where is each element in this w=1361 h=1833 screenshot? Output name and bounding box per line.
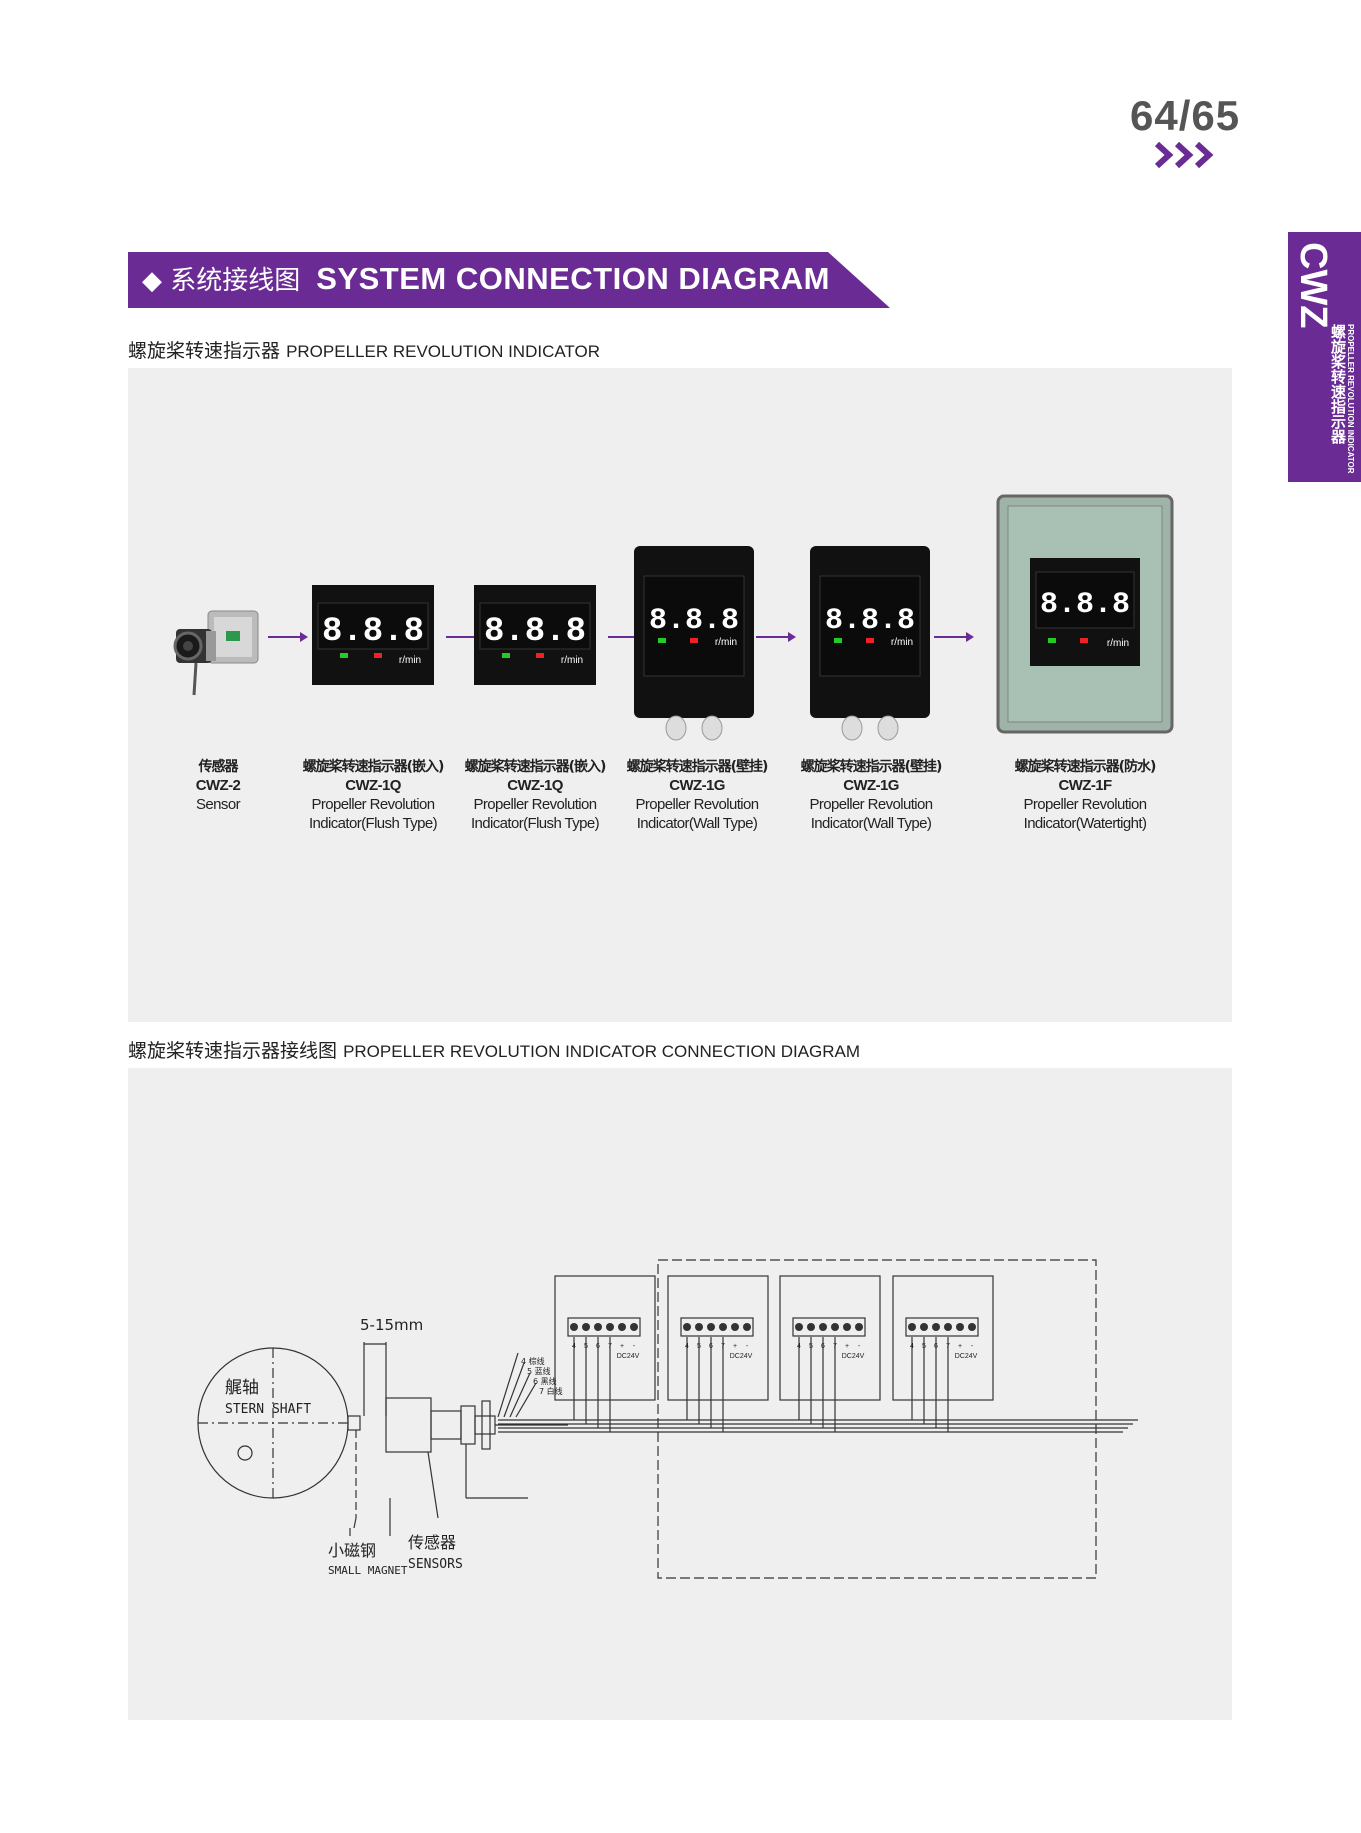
section-title-wiring-en: PROPELLER REVOLUTION INDICATOR CONNECTIO… — [343, 1042, 861, 1061]
section-title-wiring-cn: 螺旋桨转速指示器接线图 — [128, 1040, 338, 1062]
svg-text:7: 7 — [946, 1343, 950, 1350]
svg-text:-: - — [971, 1343, 974, 1350]
svg-text:4: 4 — [572, 1343, 576, 1350]
shaft-label-en: STERN SHAFT — [225, 1402, 311, 1417]
section-title-products: 螺旋桨转速指示器 PROPELLER REVOLUTION INDICATOR — [128, 336, 600, 363]
display-unit: r/min — [399, 655, 421, 666]
gap-label: 5-15mm — [360, 1316, 423, 1334]
section-title-wiring: 螺旋桨转速指示器接线图 PROPELLER REVOLUTION INDICAT… — [128, 1036, 860, 1063]
product-caption: 螺旋桨转速指示器(壁挂) CWZ-1G Propeller Revolution… — [626, 759, 769, 832]
svg-text:4: 4 — [910, 1343, 914, 1350]
arrow-right-icon — [934, 632, 974, 642]
display-digits: 8.8.8 — [322, 613, 424, 651]
svg-text:5: 5 — [697, 1343, 701, 1350]
wire-label: 4 棕线 — [521, 1356, 545, 1366]
display-digits: 8.8.8 — [1040, 588, 1130, 622]
magnet-label-en: SMALL MAGNET — [328, 1564, 408, 1577]
product-caption: 螺旋桨转速指示器(嵌入) CWZ-1Q Propeller Revolution… — [464, 759, 607, 832]
wire-label: 6 黑线 — [533, 1376, 557, 1386]
svg-text:+: + — [958, 1343, 962, 1350]
svg-text:5: 5 — [584, 1343, 588, 1350]
products-panel: 8.8.8 r/min 8.8.8 r/min 8.8.8 r/min 8.8.… — [128, 368, 1232, 1022]
wiring-diagram: 5-15mm 艉轴 STERN SHAFT 小磁钢 SMALL MAGNET 传… — [197, 1259, 1138, 1579]
indicator-wall-image: 8.8.8 r/min — [634, 546, 754, 741]
svg-text:+: + — [620, 1343, 624, 1350]
banner-title-en: SYSTEM CONNECTION DIAGRAM — [316, 261, 830, 296]
sensor-image — [173, 610, 259, 696]
side-tab-code: CWZ — [1292, 242, 1334, 329]
svg-text:+: + — [733, 1343, 737, 1350]
power-label: DC24V — [842, 1353, 865, 1360]
svg-text:6: 6 — [821, 1343, 825, 1350]
side-tab: CWZ 螺旋桨转速指示器 PROPELLER REVOLUTION INDICA… — [1288, 232, 1361, 482]
indicator-flush-image: 8.8.8 r/min — [474, 585, 596, 685]
svg-text:5: 5 — [809, 1343, 813, 1350]
svg-text:6: 6 — [596, 1343, 600, 1350]
sensor-label-cn: 传感器 — [408, 1533, 456, 1552]
product-caption: 螺旋桨转速指示器(防水) CWZ-1F Propeller Revolution… — [1014, 759, 1157, 832]
svg-text:4: 4 — [685, 1343, 689, 1350]
display-digits: 8.8.8 — [649, 604, 739, 638]
banner-title-cn: ◆ 系统接线图 — [142, 266, 301, 296]
page-number: 64/65 — [1130, 92, 1241, 139]
svg-text:7: 7 — [833, 1343, 837, 1350]
product-caption: 螺旋桨转速指示器(嵌入) CWZ-1Q Propeller Revolution… — [302, 759, 445, 832]
shaft-label-cn: 艉轴 — [225, 1378, 259, 1398]
power-label: DC24V — [617, 1353, 640, 1360]
svg-text:-: - — [633, 1343, 636, 1350]
svg-text:6: 6 — [934, 1343, 938, 1350]
indicator-watertight-image: 8.8.8 r/min — [996, 494, 1174, 734]
indicator-wall-image: 8.8.8 r/min — [810, 546, 930, 741]
wiring-panel: 5-15mm 艉轴 STERN SHAFT 小磁钢 SMALL MAGNET 传… — [128, 1068, 1232, 1720]
magnet-label-cn: 小磁钢 — [328, 1541, 376, 1560]
wire-label: 7 白线 — [539, 1386, 563, 1396]
svg-text:7: 7 — [721, 1343, 725, 1350]
wire-label: 5 蓝线 — [527, 1366, 551, 1376]
display-unit: r/min — [1107, 638, 1129, 649]
svg-text:6: 6 — [709, 1343, 713, 1350]
display-digits: 8.8.8 — [825, 604, 915, 638]
section-banner: ◆ 系统接线图 SYSTEM CONNECTION DIAGRAM — [128, 252, 890, 308]
svg-text:5: 5 — [922, 1343, 926, 1350]
chevron-right-icon — [1155, 142, 1214, 168]
section-title-products-en: PROPELLER REVOLUTION INDICATOR — [286, 342, 600, 361]
terminal-strip — [567, 1317, 979, 1337]
product-caption: 传感器 CWZ-2 Sensor — [195, 759, 241, 813]
svg-text:4: 4 — [797, 1343, 801, 1350]
product-caption: 螺旋桨转速指示器(壁挂) CWZ-1G Propeller Revolution… — [800, 759, 943, 832]
svg-text:-: - — [746, 1343, 749, 1350]
arrow-right-icon — [756, 632, 796, 642]
indicator-flush-image: 8.8.8 r/min — [312, 585, 434, 685]
display-digits: 8.8.8 — [484, 613, 586, 651]
side-tab-cn: 螺旋桨转速指示器 — [1329, 324, 1347, 444]
svg-text:+: + — [845, 1343, 849, 1350]
sensor-label-en: SENSORS — [408, 1557, 463, 1572]
arrow-right-icon — [268, 632, 308, 642]
display-unit: r/min — [561, 655, 583, 666]
display-unit: r/min — [715, 637, 737, 648]
power-label: DC24V — [730, 1353, 753, 1360]
svg-text:7: 7 — [608, 1343, 612, 1350]
side-tab-en: PROPELLER REVOLUTION INDICATOR — [1346, 324, 1355, 474]
display-unit: r/min — [891, 637, 913, 648]
section-title-products-cn: 螺旋桨转速指示器 — [128, 340, 281, 362]
power-label: DC24V — [955, 1353, 978, 1360]
svg-text:-: - — [858, 1343, 861, 1350]
